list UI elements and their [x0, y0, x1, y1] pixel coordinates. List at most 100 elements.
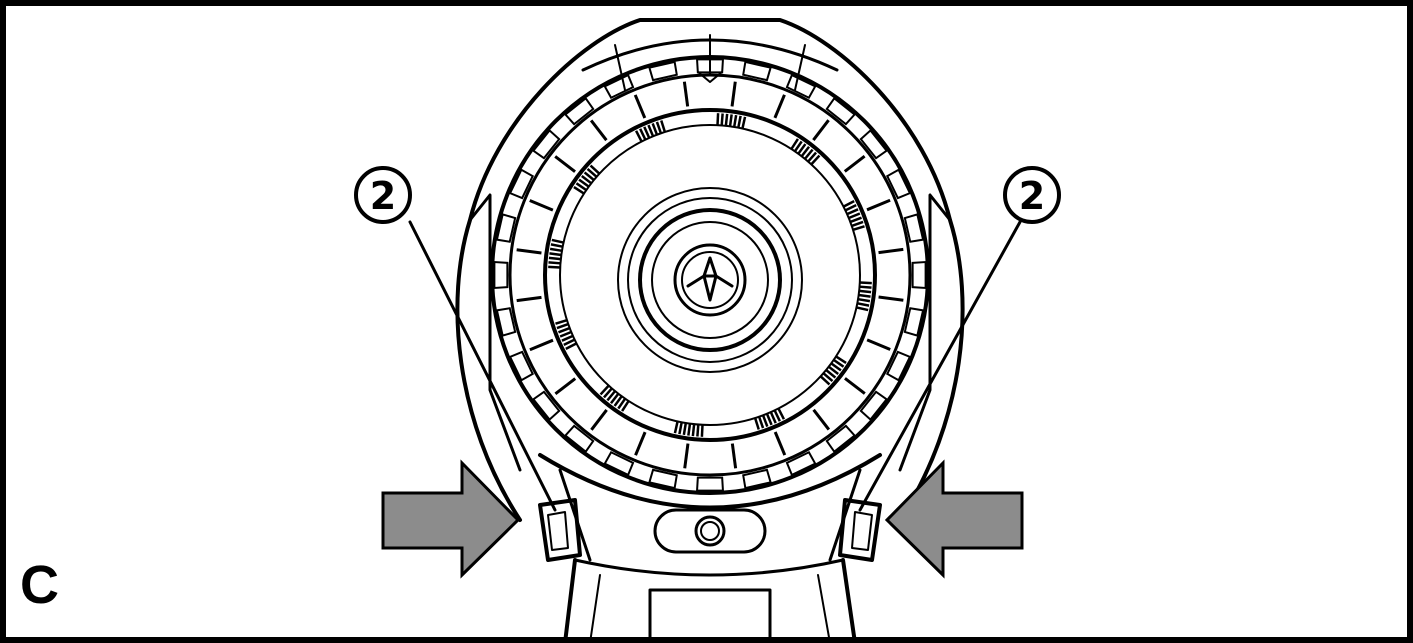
- spring-mark: [589, 164, 601, 175]
- ring-notch: [773, 94, 786, 119]
- spring-mark: [682, 422, 688, 436]
- ring-tooth: [531, 128, 561, 160]
- ring-tooth: [825, 424, 857, 454]
- spring-mark: [700, 424, 704, 437]
- ring-notch: [682, 81, 690, 107]
- spring-mark: [678, 422, 683, 435]
- spring-mark: [556, 322, 569, 330]
- spring-mark: [777, 407, 785, 420]
- spring-mark: [728, 114, 733, 127]
- spring-mark: [673, 421, 679, 434]
- ring-tooth: [903, 307, 925, 337]
- ring-notch: [878, 247, 904, 255]
- spring-mark: [846, 208, 859, 216]
- ring-tooth: [563, 96, 595, 126]
- ring-notch: [554, 377, 577, 396]
- spring-mark: [835, 355, 847, 364]
- spring-mark: [793, 140, 803, 153]
- ring-notch: [516, 248, 542, 255]
- spring-mark: [573, 186, 585, 195]
- ring-notch: [843, 154, 866, 173]
- spring-mark: [859, 281, 872, 285]
- spring-mark: [609, 392, 620, 404]
- spring-mark: [822, 372, 834, 382]
- spring-mark: [643, 126, 651, 139]
- ring-notch: [812, 119, 830, 141]
- ring-tooth: [563, 424, 595, 454]
- ring-tooth: [885, 350, 912, 382]
- ring-tooth: [785, 450, 817, 477]
- ring-tooth: [911, 260, 927, 290]
- ring-tooth: [859, 390, 889, 422]
- ring-tooth: [885, 168, 912, 200]
- spring-mark: [800, 146, 811, 158]
- spring-mark: [586, 168, 598, 178]
- spring-mark: [761, 414, 769, 427]
- spring-mark: [720, 113, 724, 126]
- spring-mark: [716, 113, 720, 126]
- spring-mark: [857, 297, 871, 303]
- left-side-button: [538, 498, 582, 562]
- spring-mark: [565, 342, 578, 350]
- drill-handle: [563, 558, 857, 643]
- ring-tooth: [495, 213, 517, 243]
- spring-mark: [551, 238, 564, 244]
- leader-line-right: [858, 220, 1022, 512]
- spring-mark: [859, 285, 872, 289]
- press-arrow-right: [884, 459, 1024, 579]
- spring-mark: [561, 334, 574, 342]
- ring-notch: [529, 199, 554, 212]
- ring-tooth: [508, 168, 535, 200]
- spring-mark: [549, 247, 563, 253]
- spring-mark: [599, 384, 610, 396]
- ring-tooth: [648, 60, 678, 82]
- spring-mark: [737, 115, 742, 128]
- ring-notch: [866, 338, 891, 351]
- led-light: [653, 508, 767, 554]
- callout-left-number: 2: [370, 174, 396, 218]
- spring-mark: [724, 113, 729, 126]
- spring-mark: [819, 375, 831, 386]
- spring-mark: [753, 417, 760, 430]
- ring-notch: [683, 443, 690, 469]
- ring-tooth: [695, 58, 725, 74]
- clutch-ring: [490, 55, 930, 495]
- leader-line-left: [408, 220, 557, 512]
- spring-mark: [859, 289, 872, 294]
- spring-mark: [647, 124, 655, 137]
- ring-tooth: [648, 468, 678, 490]
- ring-notch: [516, 295, 542, 303]
- ring-tooth: [493, 260, 509, 290]
- ring-tooth: [531, 390, 561, 422]
- spring-mark: [797, 143, 807, 155]
- spring-mark: [621, 400, 630, 412]
- spring-mark: [575, 182, 588, 192]
- spring-mark: [555, 318, 568, 325]
- right-side-button: [838, 498, 882, 562]
- press-arrow-left: [381, 459, 521, 579]
- spring-mark: [832, 358, 845, 368]
- ring-notch: [812, 408, 831, 431]
- spring-mark: [757, 416, 765, 429]
- ring-notch: [554, 155, 576, 173]
- spring-mark: [548, 265, 561, 269]
- drill-housing: [455, 18, 965, 562]
- ring-tooth: [859, 128, 889, 160]
- spring-mark: [550, 243, 563, 248]
- spring-mark: [810, 154, 821, 166]
- spring-mark: [583, 171, 595, 181]
- spring-mark: [563, 338, 576, 346]
- panel-label: C: [20, 555, 59, 615]
- spring-mark: [732, 114, 738, 128]
- spring-mark: [765, 413, 773, 426]
- spring-mark: [842, 200, 855, 208]
- ring-notch: [589, 119, 608, 142]
- spring-mark: [830, 362, 842, 372]
- chuck: [617, 187, 803, 373]
- spring-mark: [858, 293, 871, 298]
- ring-tooth: [695, 476, 725, 492]
- spring-mark: [651, 123, 659, 136]
- ring-tooth: [785, 73, 817, 100]
- spring-mark: [581, 174, 593, 185]
